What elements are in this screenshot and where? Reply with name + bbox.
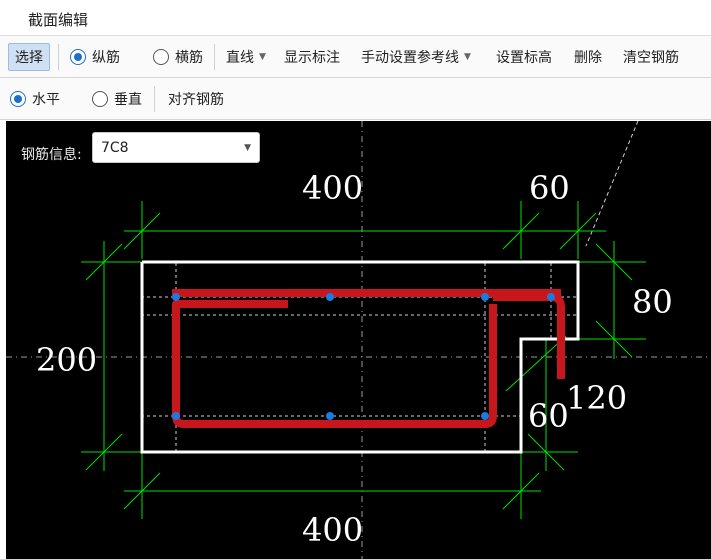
transverse-radio[interactable]: 横筋 (153, 36, 203, 78)
rebar-info-select[interactable]: 7C8 ▼ (92, 132, 260, 163)
reference-diagonal (585, 121, 639, 247)
manual-reference-label: 手动设置参考线 (361, 50, 459, 66)
vertical-radio[interactable]: 垂直 (92, 78, 142, 120)
rebar-point[interactable] (172, 412, 180, 420)
line-label: 直线 (226, 50, 254, 66)
dim-bottom-width: 400 (302, 511, 363, 549)
vertical-label: 垂直 (114, 92, 142, 108)
stirrup-rebar[interactable] (172, 300, 497, 428)
separator (214, 44, 215, 70)
radio-unchecked-icon (153, 49, 169, 65)
line-dropdown[interactable]: 直线 ▼ (226, 36, 266, 78)
rebar-point[interactable] (326, 412, 334, 420)
chevron-down-icon: ▼ (259, 52, 266, 62)
title-bar: 截面编辑 (0, 0, 711, 36)
toolbar-secondary: 水平 垂直 对齐钢筋 (0, 78, 711, 120)
manual-reference-dropdown[interactable]: 手动设置参考线 ▼ (361, 36, 471, 78)
longitudinal-radio[interactable]: 纵筋 (70, 36, 120, 78)
chevron-down-icon: ▼ (464, 52, 471, 62)
rebar-info-value: 7C8 (101, 139, 129, 156)
align-rebar-button[interactable]: 对齐钢筋 (168, 92, 224, 108)
separator (58, 44, 59, 70)
dim-top-width: 400 (302, 169, 363, 207)
set-elevation-button[interactable]: 设置标高 (496, 50, 552, 66)
show-annotation-button[interactable]: 显示标注 (284, 50, 340, 66)
dim-right-step: 60 (528, 397, 569, 435)
horizontal-radio[interactable]: 水平 (10, 78, 60, 120)
radio-checked-icon (10, 91, 26, 107)
clear-rebar-button[interactable]: 清空钢筋 (623, 50, 679, 66)
rebar-points[interactable] (172, 293, 555, 420)
radio-unchecked-icon (92, 91, 108, 107)
dim-top-step: 60 (529, 169, 570, 207)
rebar-info-label: 钢筋信息: (21, 147, 82, 163)
rebar-point[interactable] (481, 293, 489, 301)
dim-right-mid: 120 (566, 379, 627, 417)
section-drawing[interactable]: 400 60 200 80 120 60 400 (6, 121, 711, 559)
axis-lines (6, 121, 711, 559)
select-button[interactable]: 选择 (8, 43, 50, 71)
horizontal-label: 水平 (32, 92, 60, 108)
rebar-point[interactable] (172, 293, 180, 301)
delete-button[interactable]: 删除 (574, 50, 602, 66)
section-outline[interactable] (140, 260, 580, 454)
rebar-point[interactable] (326, 293, 334, 301)
window-title: 截面编辑 (28, 11, 89, 29)
dimension-lines (81, 201, 646, 519)
longitudinal-label: 纵筋 (92, 50, 120, 66)
radio-checked-icon (70, 49, 86, 65)
rebar-group[interactable] (172, 289, 565, 428)
dim-left-height: 200 (36, 341, 97, 379)
rebar-point[interactable] (547, 293, 555, 301)
separator (154, 86, 155, 112)
transverse-label: 横筋 (175, 50, 203, 66)
section-canvas[interactable]: 400 60 200 80 120 60 400 钢筋信息: 7C8 ▼ (6, 121, 711, 559)
rebar-point[interactable] (481, 412, 489, 420)
dim-right-top: 80 (632, 283, 673, 321)
chevron-down-icon: ▼ (244, 143, 251, 153)
toolbar-main: 选择 纵筋 横筋 直线 ▼ 显示标注 手动设置参考线 ▼ 设置标高 删除 清空钢… (0, 36, 711, 78)
